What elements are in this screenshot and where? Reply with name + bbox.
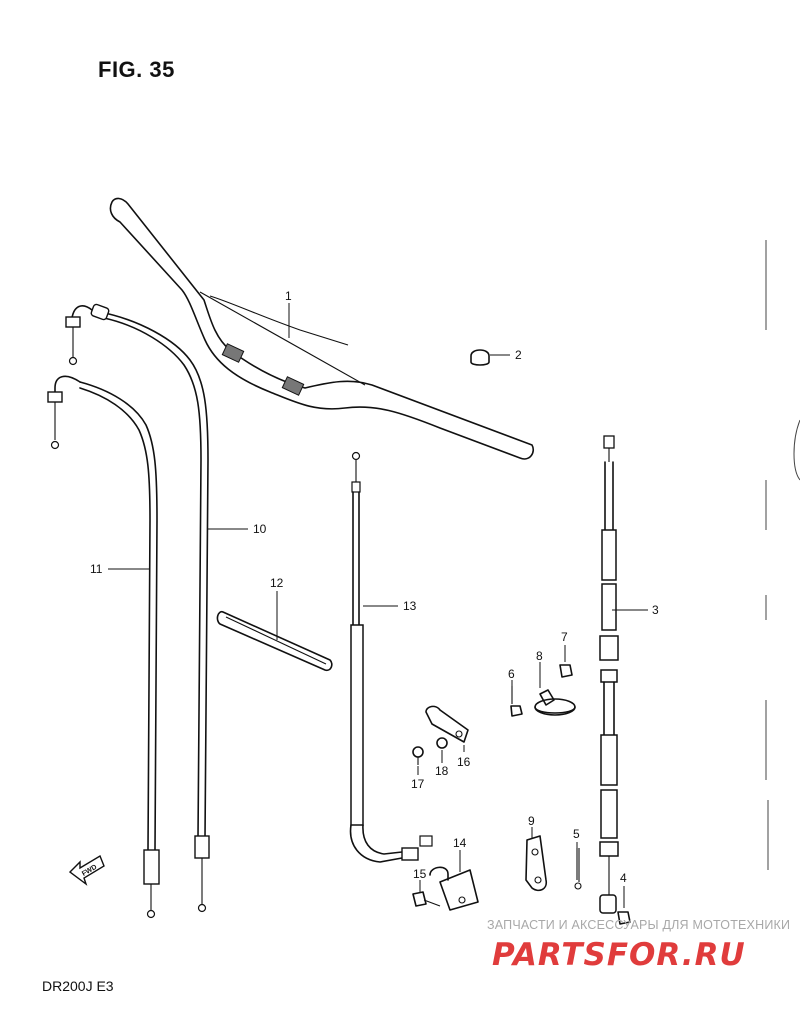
cable-sheath [601,529,617,581]
cable-end-fitting [419,835,433,847]
watermark-logo: PARTSFOR.RU [492,937,746,973]
callout-13: 13 [403,599,417,613]
callout-6: 6 [508,667,515,681]
cable-holder [429,866,479,911]
cable-sheath [600,734,618,786]
cable-adjuster-nut [194,835,210,859]
cable-end-bolt [617,911,631,925]
throttle-cable-pull [65,303,210,913]
cable-end-fitting [603,435,615,449]
cable-end-nipple [68,356,78,366]
callout-11: 11 [90,562,103,576]
callout-1: 1 [285,289,292,303]
callout-2: 2 [515,348,522,362]
screw [412,746,424,765]
cable-adjuster-nut [401,847,419,861]
callout-9: 9 [528,814,535,828]
callout-4: 4 [620,871,627,885]
callout-10: 10 [253,522,267,536]
cable-adjuster-nut [600,669,618,683]
handlebar-grip-band [281,376,305,396]
cable-clamp [534,689,576,716]
figure-title: FIG. 35 [98,57,175,82]
nut [559,664,573,678]
cable-adjuster-nut [143,849,160,885]
callout-18: 18 [435,764,449,778]
callout-5: 5 [573,827,580,841]
callout-3: 3 [652,603,659,617]
throttle-cable-return [47,375,160,919]
leader-lines [108,303,648,908]
starter-cable [349,451,433,863]
handlebar-plug [470,349,490,366]
cable-adjuster [599,635,619,661]
cable-tie-band [216,610,333,672]
callout-7: 7 [561,630,568,644]
callout-16: 16 [457,755,471,769]
cable-end-nipple [50,440,60,450]
cable-end-fitting [599,894,617,914]
callout-17: 17 [411,777,425,791]
cable-sheath [600,789,618,839]
cable-boot [90,303,110,321]
washer [436,737,448,749]
clamp-plate [425,705,469,743]
handlebar-grip-band [221,343,245,363]
callout-8: 8 [536,649,543,663]
clutch-cable [599,435,619,914]
cable-end-fitting [351,481,361,493]
cable-adjuster [47,391,63,403]
cable-end-nipple [351,451,361,461]
forward-arrow-icon: FWD [68,854,105,886]
callout-labels: 1 2 3 4 5 6 7 8 9 10 11 12 13 14 15 16 1… [90,289,659,885]
cable-adjuster-nut [599,841,619,857]
cable-adjuster [65,316,81,328]
callout-14: 14 [453,836,467,850]
watermark-text: ЗАПЧАСТИ И АКСЕССУАРЫ ДЛЯ МОТОТЕХНИКИ [487,918,791,932]
cable-end-nipple [146,909,156,919]
handlebar [109,197,535,460]
callout-12: 12 [270,576,284,590]
split-pin [574,848,582,890]
cable-sheath [350,624,364,826]
callout-15: 15 [413,867,427,881]
svg-text:PARTSFOR.RU: PARTSFOR.RU [492,937,746,973]
cable-end-nipple [197,903,207,913]
model-code-label: DR200J E3 [42,978,114,994]
cable-sheath [601,583,617,631]
scan-edge-marks [765,240,800,870]
cable-bracket [525,835,548,892]
screw [510,686,523,717]
bolt [412,891,441,907]
